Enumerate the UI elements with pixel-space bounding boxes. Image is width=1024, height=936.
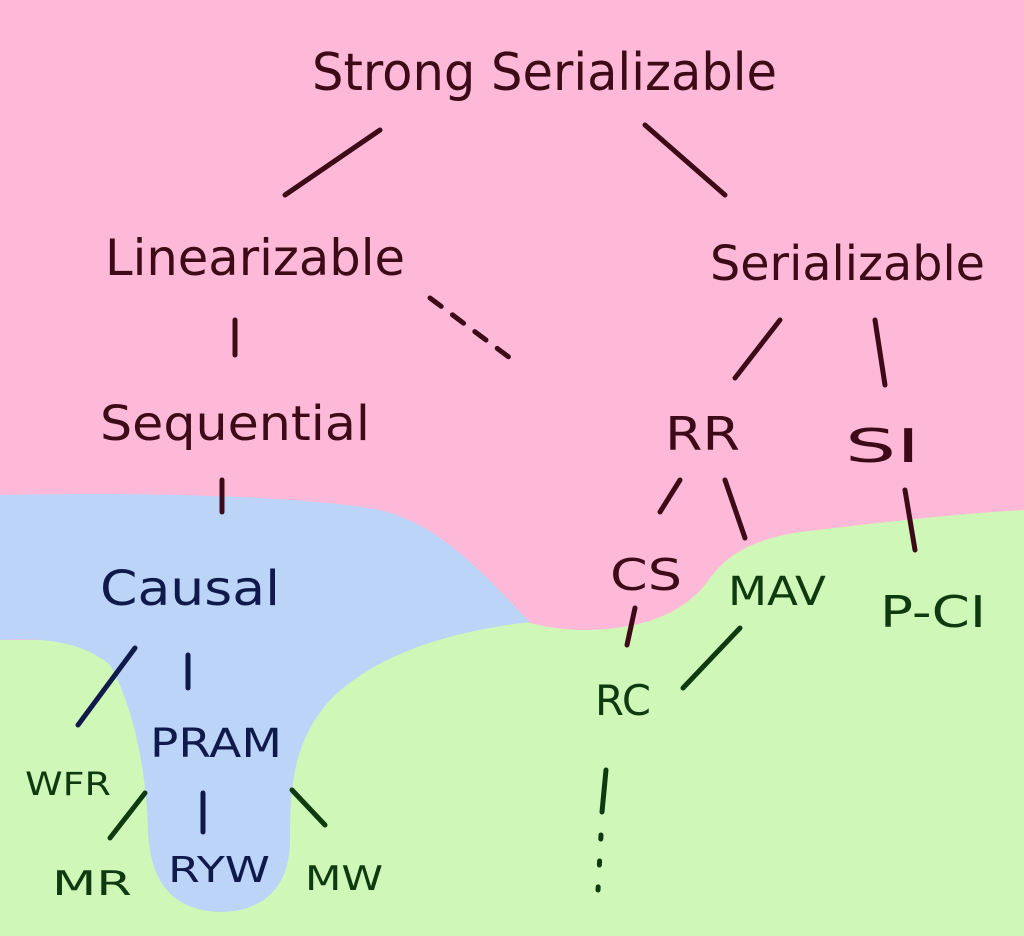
node-rc: RC: [595, 676, 651, 725]
node-mr: MR: [52, 864, 132, 904]
edge-serializable-si: [872, 317, 888, 388]
edge-strongser-serializable: [642, 122, 728, 198]
edge-serializable-rr: [732, 317, 783, 381]
edge-strongser-linearizable: [282, 127, 383, 198]
node-linearizable: Linearizable: [105, 229, 405, 287]
node-p-ci: P-CI: [880, 587, 986, 638]
node-mav: MAV: [728, 569, 827, 615]
edge-causal-wfr: [75, 645, 138, 728]
edge-rc-dotted: [595, 832, 604, 893]
node-pram: PRAM: [150, 721, 282, 767]
node-serializable: Serializable: [710, 236, 985, 292]
node-wfr: WFR: [25, 765, 111, 803]
node-causal: Causal: [100, 561, 280, 617]
edge-rr-mav: [722, 477, 748, 541]
node-ryw: RYW: [168, 850, 270, 891]
node-sequential: Sequential: [100, 396, 370, 452]
node-si: SI: [845, 419, 920, 473]
edge-si-pci: [902, 487, 918, 553]
node-cs: CS: [610, 550, 682, 601]
edge-rr-cs: [657, 477, 683, 515]
edge-mav-rc: [680, 625, 743, 691]
node-rr: RR: [665, 407, 740, 461]
edges: [75, 122, 918, 893]
edge-linearizable-dotted: [427, 295, 513, 361]
edge-cs-rc: [624, 605, 638, 648]
edge-rc-down: [599, 767, 609, 815]
node-strong-serializable: Strong Serializable: [312, 43, 777, 103]
sticky-available-region: [0, 493, 530, 912]
node-mw: MW: [305, 859, 383, 899]
edge-pram-mr: [107, 790, 148, 841]
edge-pram-mw: [289, 787, 328, 828]
